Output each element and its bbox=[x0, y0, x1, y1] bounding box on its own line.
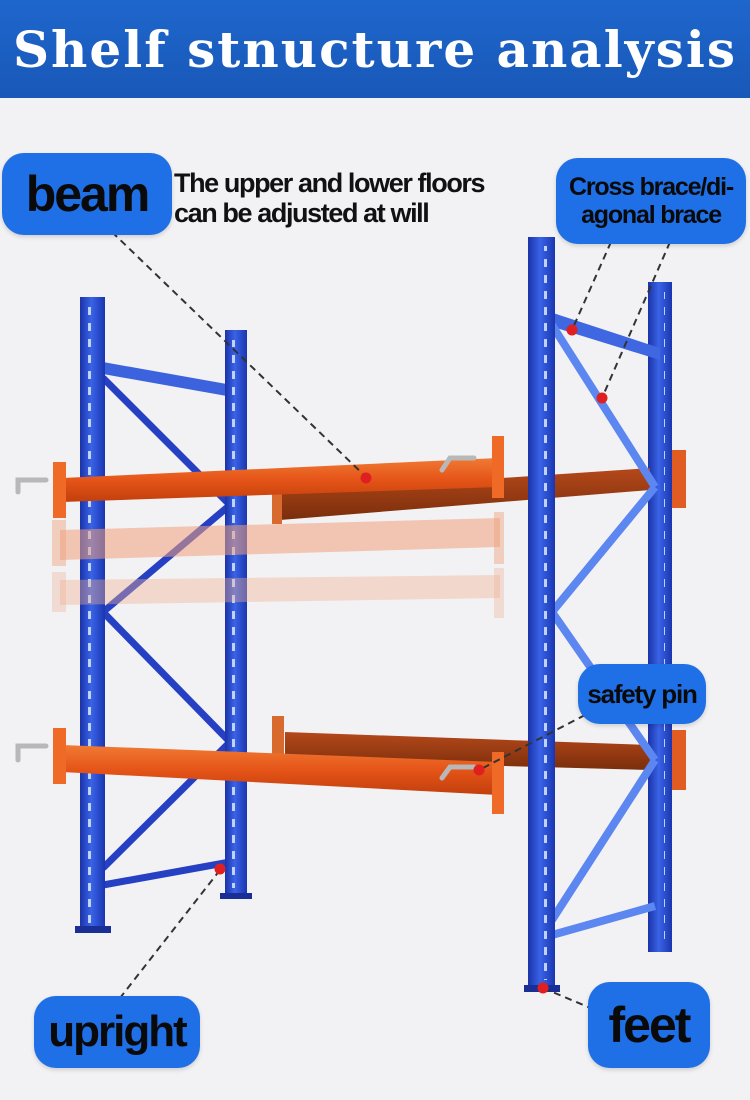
page-title: Shelf stnucture analysis bbox=[12, 19, 738, 79]
beam-note: The upper and lower floors can be adjust… bbox=[174, 168, 486, 228]
left-foot-plate bbox=[75, 926, 111, 933]
left-bracing bbox=[100, 375, 233, 889]
markers bbox=[214, 324, 608, 994]
front-lower-beam bbox=[53, 728, 504, 814]
safety-pin-text: safety pin bbox=[587, 679, 698, 709]
cross-brace-line1: Cross brace/di- bbox=[568, 173, 734, 201]
upright-label: upright bbox=[34, 996, 200, 1068]
ghost-beam-positions bbox=[52, 512, 504, 618]
beam-note-line1: The upper and lower floors bbox=[174, 168, 486, 198]
safety-pins bbox=[15, 455, 477, 781]
leader-lines bbox=[111, 231, 671, 1013]
shelf-diagram bbox=[15, 231, 686, 1013]
left-top-crossbar bbox=[103, 362, 238, 398]
upright-label-text: upright bbox=[48, 1007, 188, 1056]
left-frame bbox=[75, 297, 252, 933]
back-beams bbox=[272, 450, 686, 790]
feet-label: feet bbox=[588, 982, 710, 1068]
safety-pin-label: safety pin bbox=[578, 664, 706, 724]
beam-note-line2: can be adjusted at will bbox=[174, 198, 430, 228]
cross-brace-label: Cross brace/di- agonal brace bbox=[556, 158, 746, 244]
beam-label: beam bbox=[2, 153, 172, 235]
right-frame bbox=[524, 237, 660, 992]
header-banner: Shelf stnucture analysis bbox=[0, 0, 750, 98]
cross-brace-line2: agonal brace bbox=[581, 201, 722, 229]
front-upper-beam bbox=[53, 436, 504, 518]
beam-label-text: beam bbox=[25, 166, 151, 222]
feet-label-text: feet bbox=[608, 997, 692, 1053]
